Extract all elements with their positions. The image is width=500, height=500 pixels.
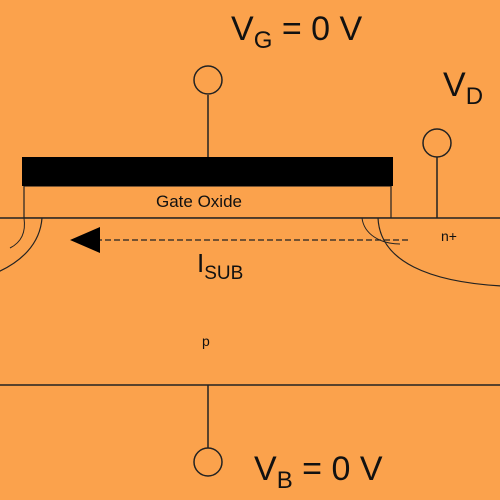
drain-voltage-label: VD (443, 66, 483, 110)
source-junction-inner-curve (9, 217, 25, 249)
bulk-terminal-circle (193, 447, 223, 477)
substrate-current-symbol: I (197, 248, 205, 278)
gate-voltage-subscript: G (253, 27, 273, 54)
drain-junction-inner-curve (361, 217, 401, 245)
drain-terminal-circle (422, 128, 452, 158)
gate-oxide-label: Gate Oxide (156, 192, 242, 211)
drain-voltage-subscript: D (465, 83, 484, 110)
gate-voltage-label: VG = 0 V (231, 10, 363, 54)
p-substrate (0, 217, 500, 386)
substrate-current-arrowhead (70, 227, 100, 253)
bulk-voltage-symbol: V (254, 450, 277, 488)
gate-electrode (22, 157, 393, 186)
bulk-voltage-label: VB = 0 V (254, 450, 383, 494)
substrate-current-subscript: SUB (204, 263, 244, 284)
bulk-voltage-subscript: B (276, 467, 293, 494)
substrate-type-label: p (202, 333, 210, 349)
drain-region-label: n+ (441, 228, 457, 244)
substrate-current-label: ISUB (197, 248, 243, 284)
gate-voltage-symbol: V (231, 10, 254, 48)
source-n-plus-region (0, 217, 43, 272)
gate-terminal-circle (193, 65, 223, 95)
drain-n-plus-region (377, 217, 500, 287)
gate-voltage-value: = 0 V (281, 10, 363, 48)
drain-voltage-symbol: V (443, 66, 466, 104)
bulk-voltage-value: = 0 V (302, 450, 383, 488)
